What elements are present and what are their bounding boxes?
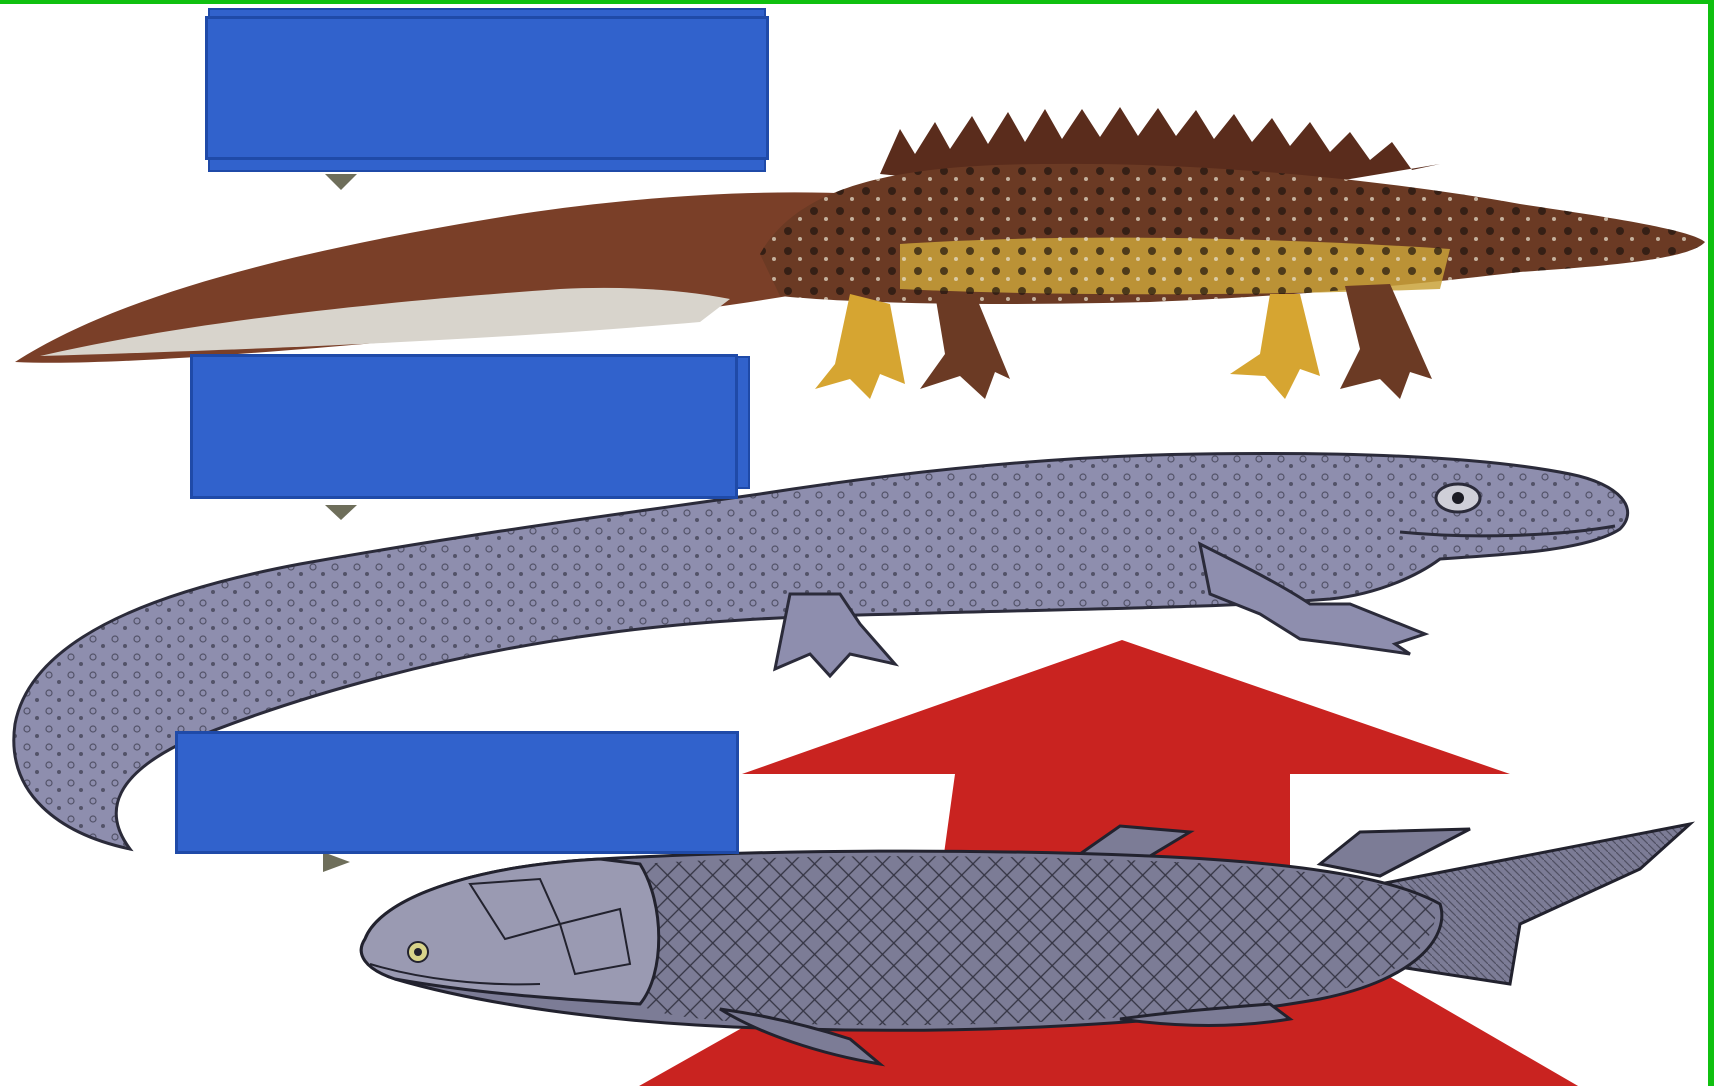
label-box-top bbox=[205, 16, 769, 160]
pointer-top bbox=[325, 174, 357, 190]
lobe-finned-fish-illustration bbox=[361, 824, 1690, 1064]
pointer-middle bbox=[325, 505, 357, 520]
label-box-bottom bbox=[175, 731, 739, 854]
label-box-middle bbox=[190, 354, 738, 499]
pointer-bottom bbox=[323, 852, 350, 872]
